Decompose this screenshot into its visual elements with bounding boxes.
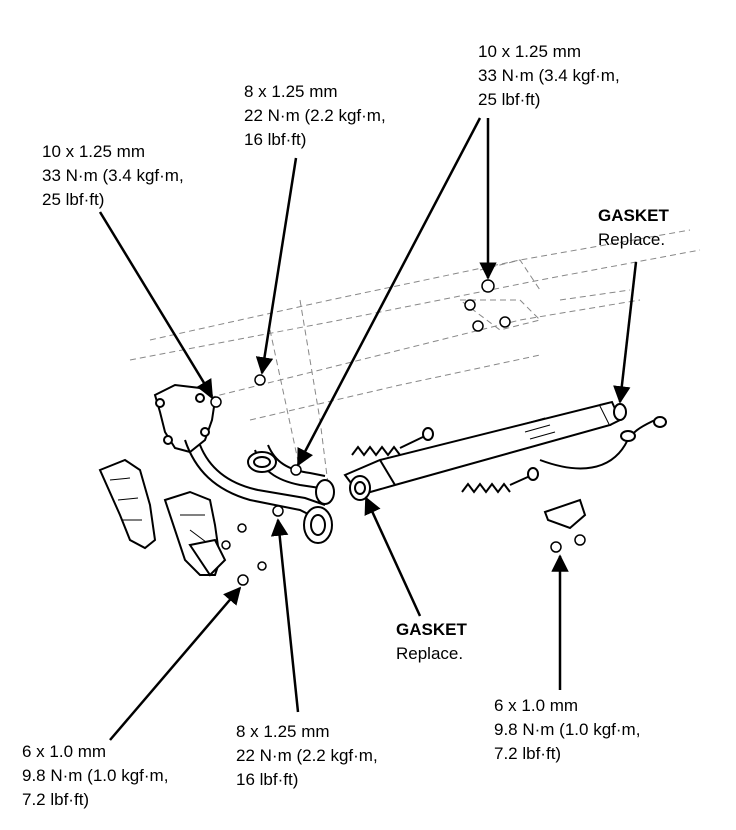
gasket-note: Replace.	[598, 230, 666, 249]
torque-spec-cont: 25 lbf·ft)	[42, 190, 105, 209]
gasket-name: GASKET	[396, 620, 467, 639]
nuts	[210, 279, 586, 586]
torque-spec: 33 N·m (3.4 kgf·m,	[42, 166, 184, 185]
oxygen-sensor	[539, 416, 667, 470]
torque-spec: 22 N·m (2.2 kgf·m,	[244, 106, 386, 125]
manifold-flange	[153, 383, 217, 454]
callout-bottom-left: 6 x 1.0 mm 9.8 N·m (1.0 kgf·m, 7.2 lbf·f…	[22, 740, 168, 812]
bolt-size: 8 x 1.25 mm	[236, 722, 330, 741]
bolt-size: 6 x 1.0 mm	[494, 696, 579, 715]
gasket-note: Replace.	[396, 644, 464, 663]
torque-spec: 33 N·m (3.4 kgf·m,	[478, 66, 620, 85]
callout-top-center: 8 x 1.25 mm 22 N·m (2.2 kgf·m, 16 lbf·ft…	[244, 80, 386, 152]
bolt-size: 10 x 1.25 mm	[42, 142, 145, 161]
callout-top-left: 10 x 1.25 mm 33 N·m (3.4 kgf·m, 25 lbf·f…	[42, 140, 184, 212]
torque-spec-cont: 16 lbf·ft)	[244, 130, 307, 149]
leader-arrows	[98, 117, 638, 741]
gasket-right-label: GASKET Replace.	[598, 204, 669, 252]
bolt-size: 10 x 1.25 mm	[478, 42, 581, 61]
chassis-background	[129, 229, 701, 501]
torque-spec-cont: 25 lbf·ft)	[478, 90, 541, 109]
front-pipe	[184, 439, 335, 544]
callout-bottom-right: 6 x 1.0 mm 9.8 N·m (1.0 kgf·m, 7.2 lbf·f…	[494, 694, 640, 766]
catalytic-converter	[343, 400, 627, 501]
bolt-size: 6 x 1.0 mm	[22, 742, 107, 761]
bolt-size: 8 x 1.25 mm	[244, 82, 338, 101]
torque-spec-cont: 7.2 lbf·ft)	[494, 744, 562, 763]
torque-spec-cont: 16 lbf·ft)	[236, 770, 299, 789]
springs-bolts	[351, 427, 539, 494]
torque-spec: 9.8 N·m (1.0 kgf·m,	[494, 720, 641, 739]
torque-spec: 22 N·m (2.2 kgf·m,	[236, 746, 378, 765]
callout-top-right: 10 x 1.25 mm 33 N·m (3.4 kgf·m, 25 lbf·f…	[478, 40, 620, 112]
torque-spec-cont: 7.2 lbf·ft)	[22, 790, 90, 809]
heat-shields	[98, 458, 227, 577]
gasket-center-label: GASKET Replace.	[396, 618, 467, 666]
bracket	[543, 498, 587, 530]
torque-spec: 9.8 N·m (1.0 kgf·m,	[22, 766, 169, 785]
gasket-name: GASKET	[598, 206, 669, 225]
callout-bottom-center: 8 x 1.25 mm 22 N·m (2.2 kgf·m, 16 lbf·ft…	[236, 720, 378, 792]
